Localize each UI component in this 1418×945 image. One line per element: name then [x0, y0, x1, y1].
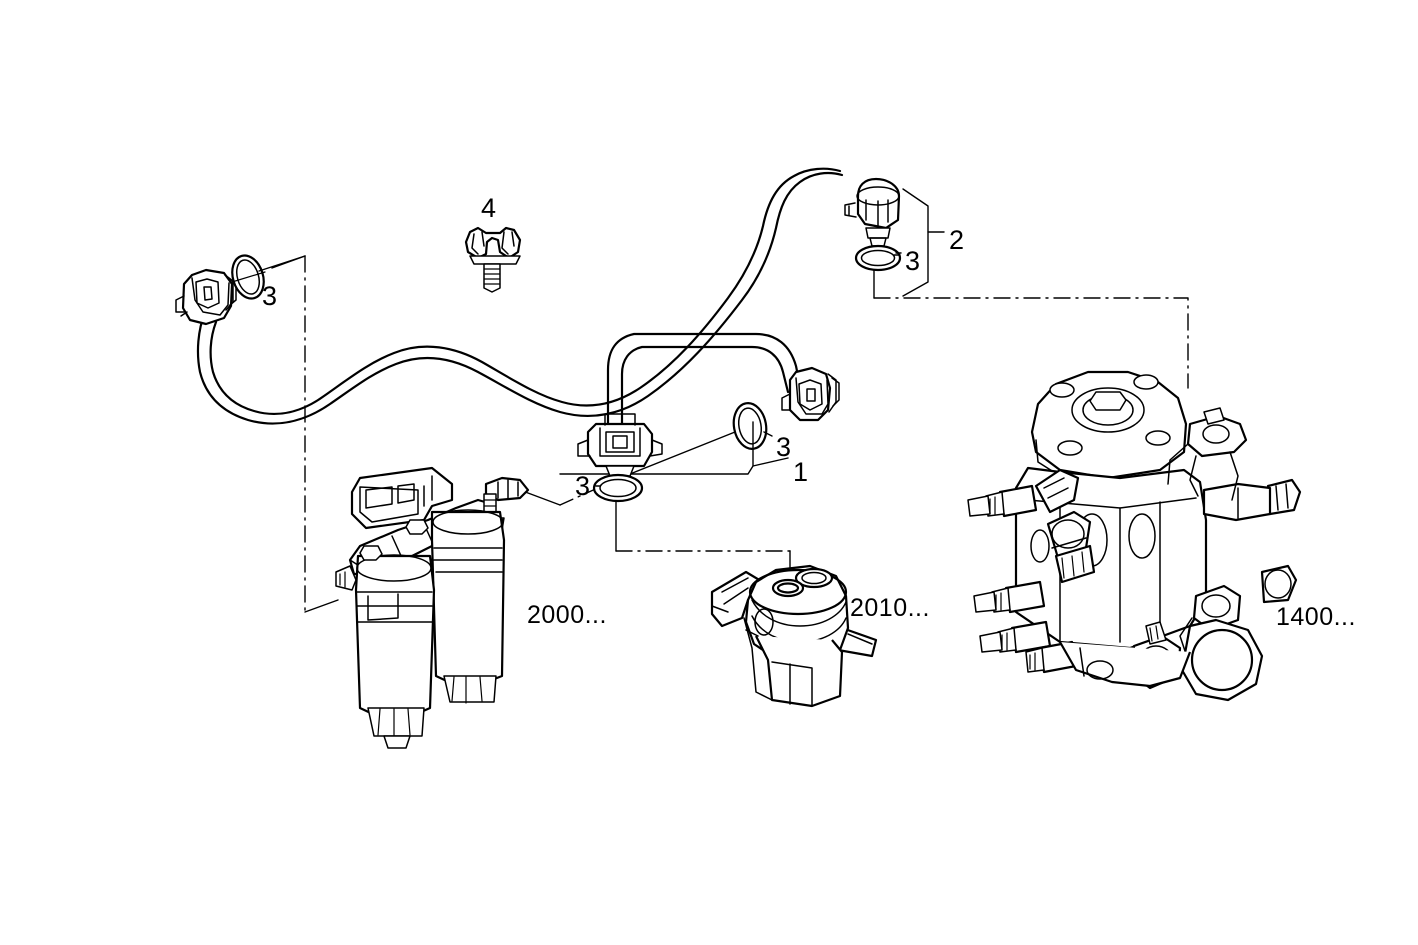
callout-label-4: 4 — [481, 193, 497, 223]
fuel-hose-upper — [196, 167, 844, 425]
leader-seal-right — [763, 431, 773, 437]
callout-label-3-left: 3 — [262, 281, 278, 311]
fuel-hose-lower — [606, 332, 802, 434]
group-label-2000: 2000... — [527, 601, 607, 629]
leader-seal-left — [258, 255, 306, 272]
callout-label-3-centre: 3 — [575, 471, 591, 501]
fuel-filter-assembly — [335, 466, 530, 749]
callout-label-1: 1 — [793, 457, 809, 487]
hose-connector-right — [781, 366, 840, 422]
hose-clip — [464, 226, 522, 293]
bracket-callout-1 — [559, 421, 789, 475]
sealing-ring-right — [732, 402, 768, 450]
callout-label-2: 2 — [949, 225, 965, 255]
construction-lines — [304, 255, 1189, 613]
fuel-injection-pump — [967, 370, 1302, 702]
group-label-1400: 1400... — [1276, 603, 1356, 631]
hose-connector-left — [175, 268, 237, 326]
bracket-callout-2 — [902, 188, 945, 297]
hose-connector-top — [844, 177, 901, 263]
callout-label-3-top: 3 — [905, 246, 921, 276]
callout-label-3-right: 3 — [776, 432, 792, 462]
group-label-2010: 2010... — [850, 594, 930, 622]
fuel-lift-pump — [710, 564, 878, 708]
sealing-ring-left — [231, 254, 266, 300]
sealing-ring-top — [854, 244, 902, 272]
sealing-ring-centre — [592, 473, 644, 503]
